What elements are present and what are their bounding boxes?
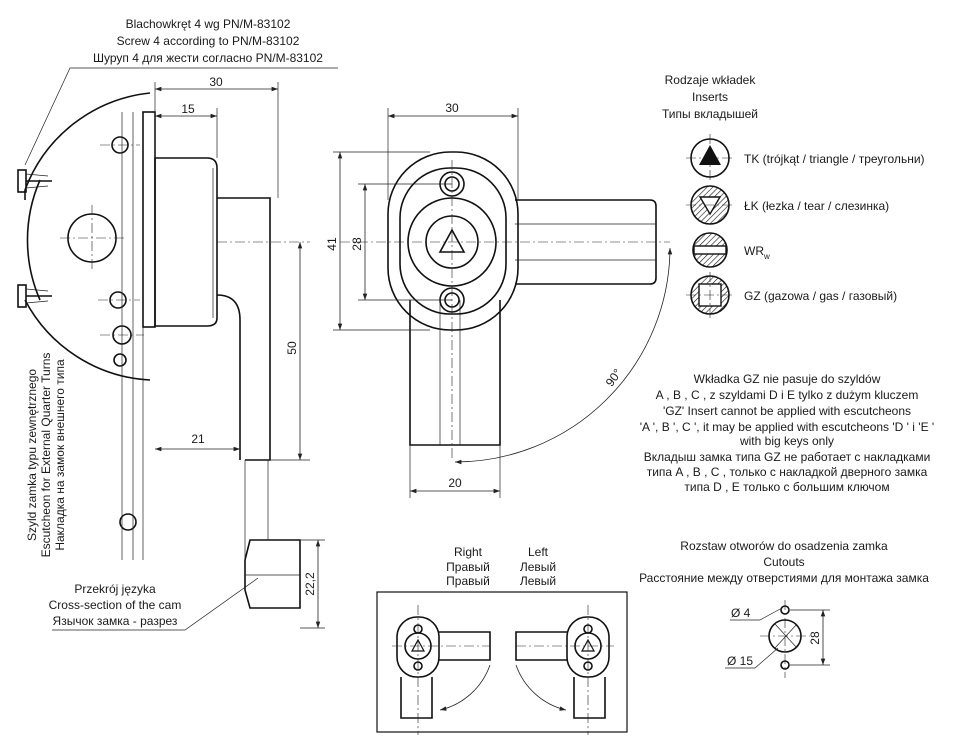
inserts-title-ru: Типы вкладышей xyxy=(662,107,758,121)
insert-wr-label: WRw xyxy=(744,244,770,261)
dim-22-2-label: 22,2 xyxy=(303,572,317,596)
gz-note-line6: Вкладыш замка типа GZ не работает с накл… xyxy=(644,450,931,464)
escutcheon-arc-top xyxy=(24,92,151,200)
gz-note-line2: A , B , C , z szyldami D i E tylko z duż… xyxy=(656,388,919,402)
lock-body xyxy=(154,157,218,327)
front-dim-41-label: 41 xyxy=(325,237,339,251)
screw-bottom xyxy=(17,284,52,308)
right-label-en: Right xyxy=(454,545,483,559)
lock-shaft xyxy=(217,197,271,461)
inserts-panel: Rodzaje wkładek Inserts Типы вкладышей T… xyxy=(662,73,925,318)
screw-leader-line xyxy=(24,67,338,166)
triangle-icon xyxy=(699,145,721,165)
front-escutcheon-outer xyxy=(387,151,519,331)
gz-note-line5: with big keys only xyxy=(739,434,834,448)
insert-wr: WRw xyxy=(692,232,770,268)
cam-section-leader xyxy=(52,577,259,631)
cutouts-en: Cutouts xyxy=(763,555,804,569)
side-view: 30 15 21 50 22,2 xyxy=(17,75,325,629)
left-label-en: Left xyxy=(528,545,549,559)
left-label-ru1: Левый xyxy=(520,560,556,574)
insert-lk-label: ŁK (łezka / tear / слезинка) xyxy=(744,199,889,213)
front-escutcheon-inner xyxy=(399,167,507,315)
cam xyxy=(244,539,301,609)
screw-note-pl: Blachowkręt 4 wg PN/M-83102 xyxy=(126,17,291,31)
screw-note-ru: Шуруп 4 для жести согласно PN/M-83102 xyxy=(93,51,323,65)
cam-section-note: Przekrój języka Cross-section of the cam… xyxy=(49,577,259,631)
screw-note-en: Screw 4 according to PN/M-83102 xyxy=(117,34,300,48)
insert-gz: GZ (gazowa / gas / газовый) xyxy=(686,272,897,318)
cutouts-pl: Rozstaw otworów do osadzenia zamka xyxy=(680,539,888,553)
cam-section-pl: Przekrój języka xyxy=(74,582,156,596)
gz-note-line7: типа A , B , C , только с накладкой двер… xyxy=(647,465,928,479)
rotation-90-arc xyxy=(454,247,673,465)
inserts-title-en: Inserts xyxy=(692,90,728,104)
front-angle-label: 90° xyxy=(603,366,625,389)
cutout-d4-label: Ø 4 xyxy=(731,606,751,620)
right-label-ru2: Правый xyxy=(446,574,490,588)
front-view: 30 41 28 20 90° xyxy=(325,101,673,498)
right-lock xyxy=(392,605,491,735)
escutcheon-label: Szyld zamka typu zewnętrznego Escutcheon… xyxy=(25,353,67,558)
front-dim-28-label: 28 xyxy=(350,237,364,251)
left-rotation-arrow xyxy=(515,664,567,711)
escutcheon-arc-bottom xyxy=(24,299,151,381)
dim-30-label: 30 xyxy=(209,75,223,89)
cam-section-ru: Язычок замка - разрез xyxy=(53,614,178,628)
dim-21-label: 21 xyxy=(191,432,205,446)
inserts-title-pl: Rodzaje wkładek xyxy=(665,73,757,87)
insert-tk-label: TK (trójkąt / triangle / треугольни) xyxy=(744,152,925,166)
gz-note-line8: типа D , E только с большим ключом xyxy=(684,480,889,494)
insert-tk: TK (trójkąt / triangle / треугольни) xyxy=(686,134,925,182)
d4-leader xyxy=(730,607,783,621)
cutout-d15-label: Ø 15 xyxy=(727,654,753,668)
escutcheon-arc-mid xyxy=(26,179,41,301)
left-label-ru2: Левый xyxy=(520,574,556,588)
cam-section-en: Cross-section of the cam xyxy=(49,598,182,612)
dim-15-label: 15 xyxy=(181,102,195,116)
right-label-ru1: Правый xyxy=(446,560,490,574)
gz-note: Wkładka GZ nie pasuje do szyldów A , B ,… xyxy=(640,372,934,494)
slot-icon xyxy=(693,245,727,255)
insert-gz-label: GZ (gazowa / gas / газовый) xyxy=(744,289,897,303)
mounting-plate xyxy=(142,111,156,328)
rotation-panel: Right Правый Правый Left Левый Левый xyxy=(376,545,628,735)
d15-leader xyxy=(725,647,779,669)
cutouts-panel: Rozstaw otworów do osadzenia zamka Cutou… xyxy=(639,539,929,678)
right-rotation-arrow xyxy=(439,664,491,711)
screw-note: Blachowkręt 4 wg PN/M-83102 Screw 4 acco… xyxy=(24,17,338,166)
escutcheon-label-en: Escutcheon for External Quarter Turns xyxy=(39,353,53,558)
dim-50-label: 50 xyxy=(285,341,299,355)
escutcheon-label-pl: Szyld zamka typu zewnętrznego xyxy=(25,369,39,541)
escutcheon-label-ru: Накладка на замок внешнего типа xyxy=(53,359,67,551)
gz-note-line1: Wkładka GZ nie pasuje do szyldów xyxy=(694,372,881,386)
insert-lk: ŁK (łezka / tear / слезинка) xyxy=(686,185,889,225)
front-dim-20-label: 20 xyxy=(448,476,462,490)
cutouts-ru: Расстояние между отверстиями для монтажа… xyxy=(639,571,929,585)
gz-note-line3: 'GZ' Insert cannot be applied with escut… xyxy=(663,404,911,418)
left-lock xyxy=(515,605,614,735)
rotation-frame xyxy=(376,591,628,733)
cutout-dim-28-label: 28 xyxy=(808,631,822,645)
front-dim-30-label: 30 xyxy=(445,101,459,115)
tear-icon xyxy=(698,196,722,216)
gz-note-line4: 'A ', B ', C ', it may be applied with e… xyxy=(640,420,934,434)
screw-top xyxy=(17,169,52,193)
